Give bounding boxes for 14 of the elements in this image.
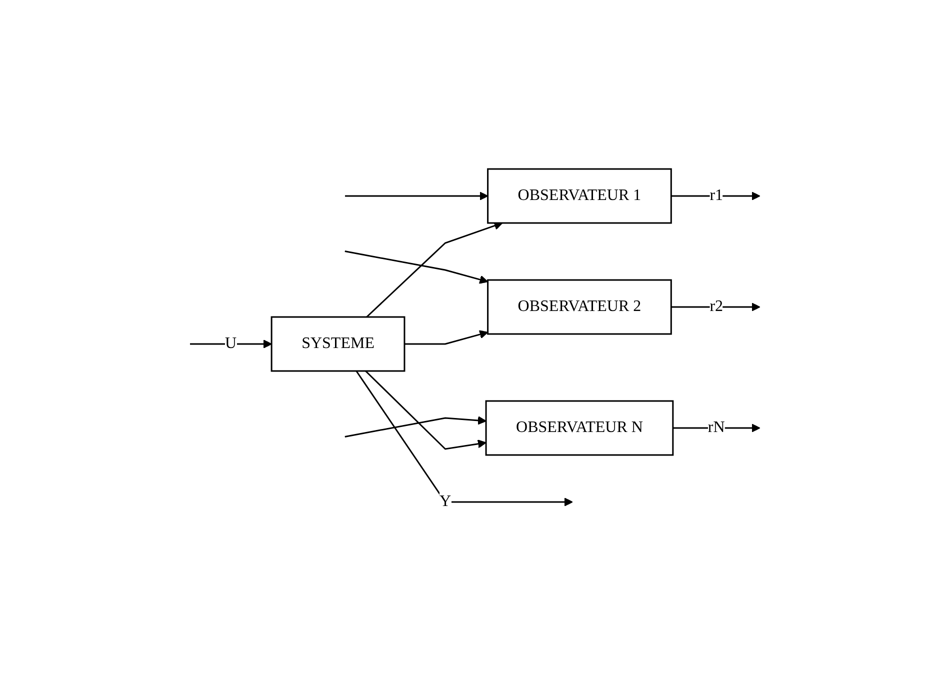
process-box: OBSERVATEUR 1 [486,168,672,224]
arrow [364,370,486,450]
arrow [344,250,488,284]
process-box: OBSERVATEUR 2 [486,278,672,334]
process-box: OBSERVATEUR N [484,400,674,456]
arrow [672,423,760,432]
arrow [190,339,272,348]
arrow [344,191,488,200]
arrow [670,191,760,200]
arrow [404,330,488,344]
arrow [670,302,760,311]
arrow [344,416,486,437]
arrow [355,370,572,506]
process-box: SYSTEME [270,316,405,372]
